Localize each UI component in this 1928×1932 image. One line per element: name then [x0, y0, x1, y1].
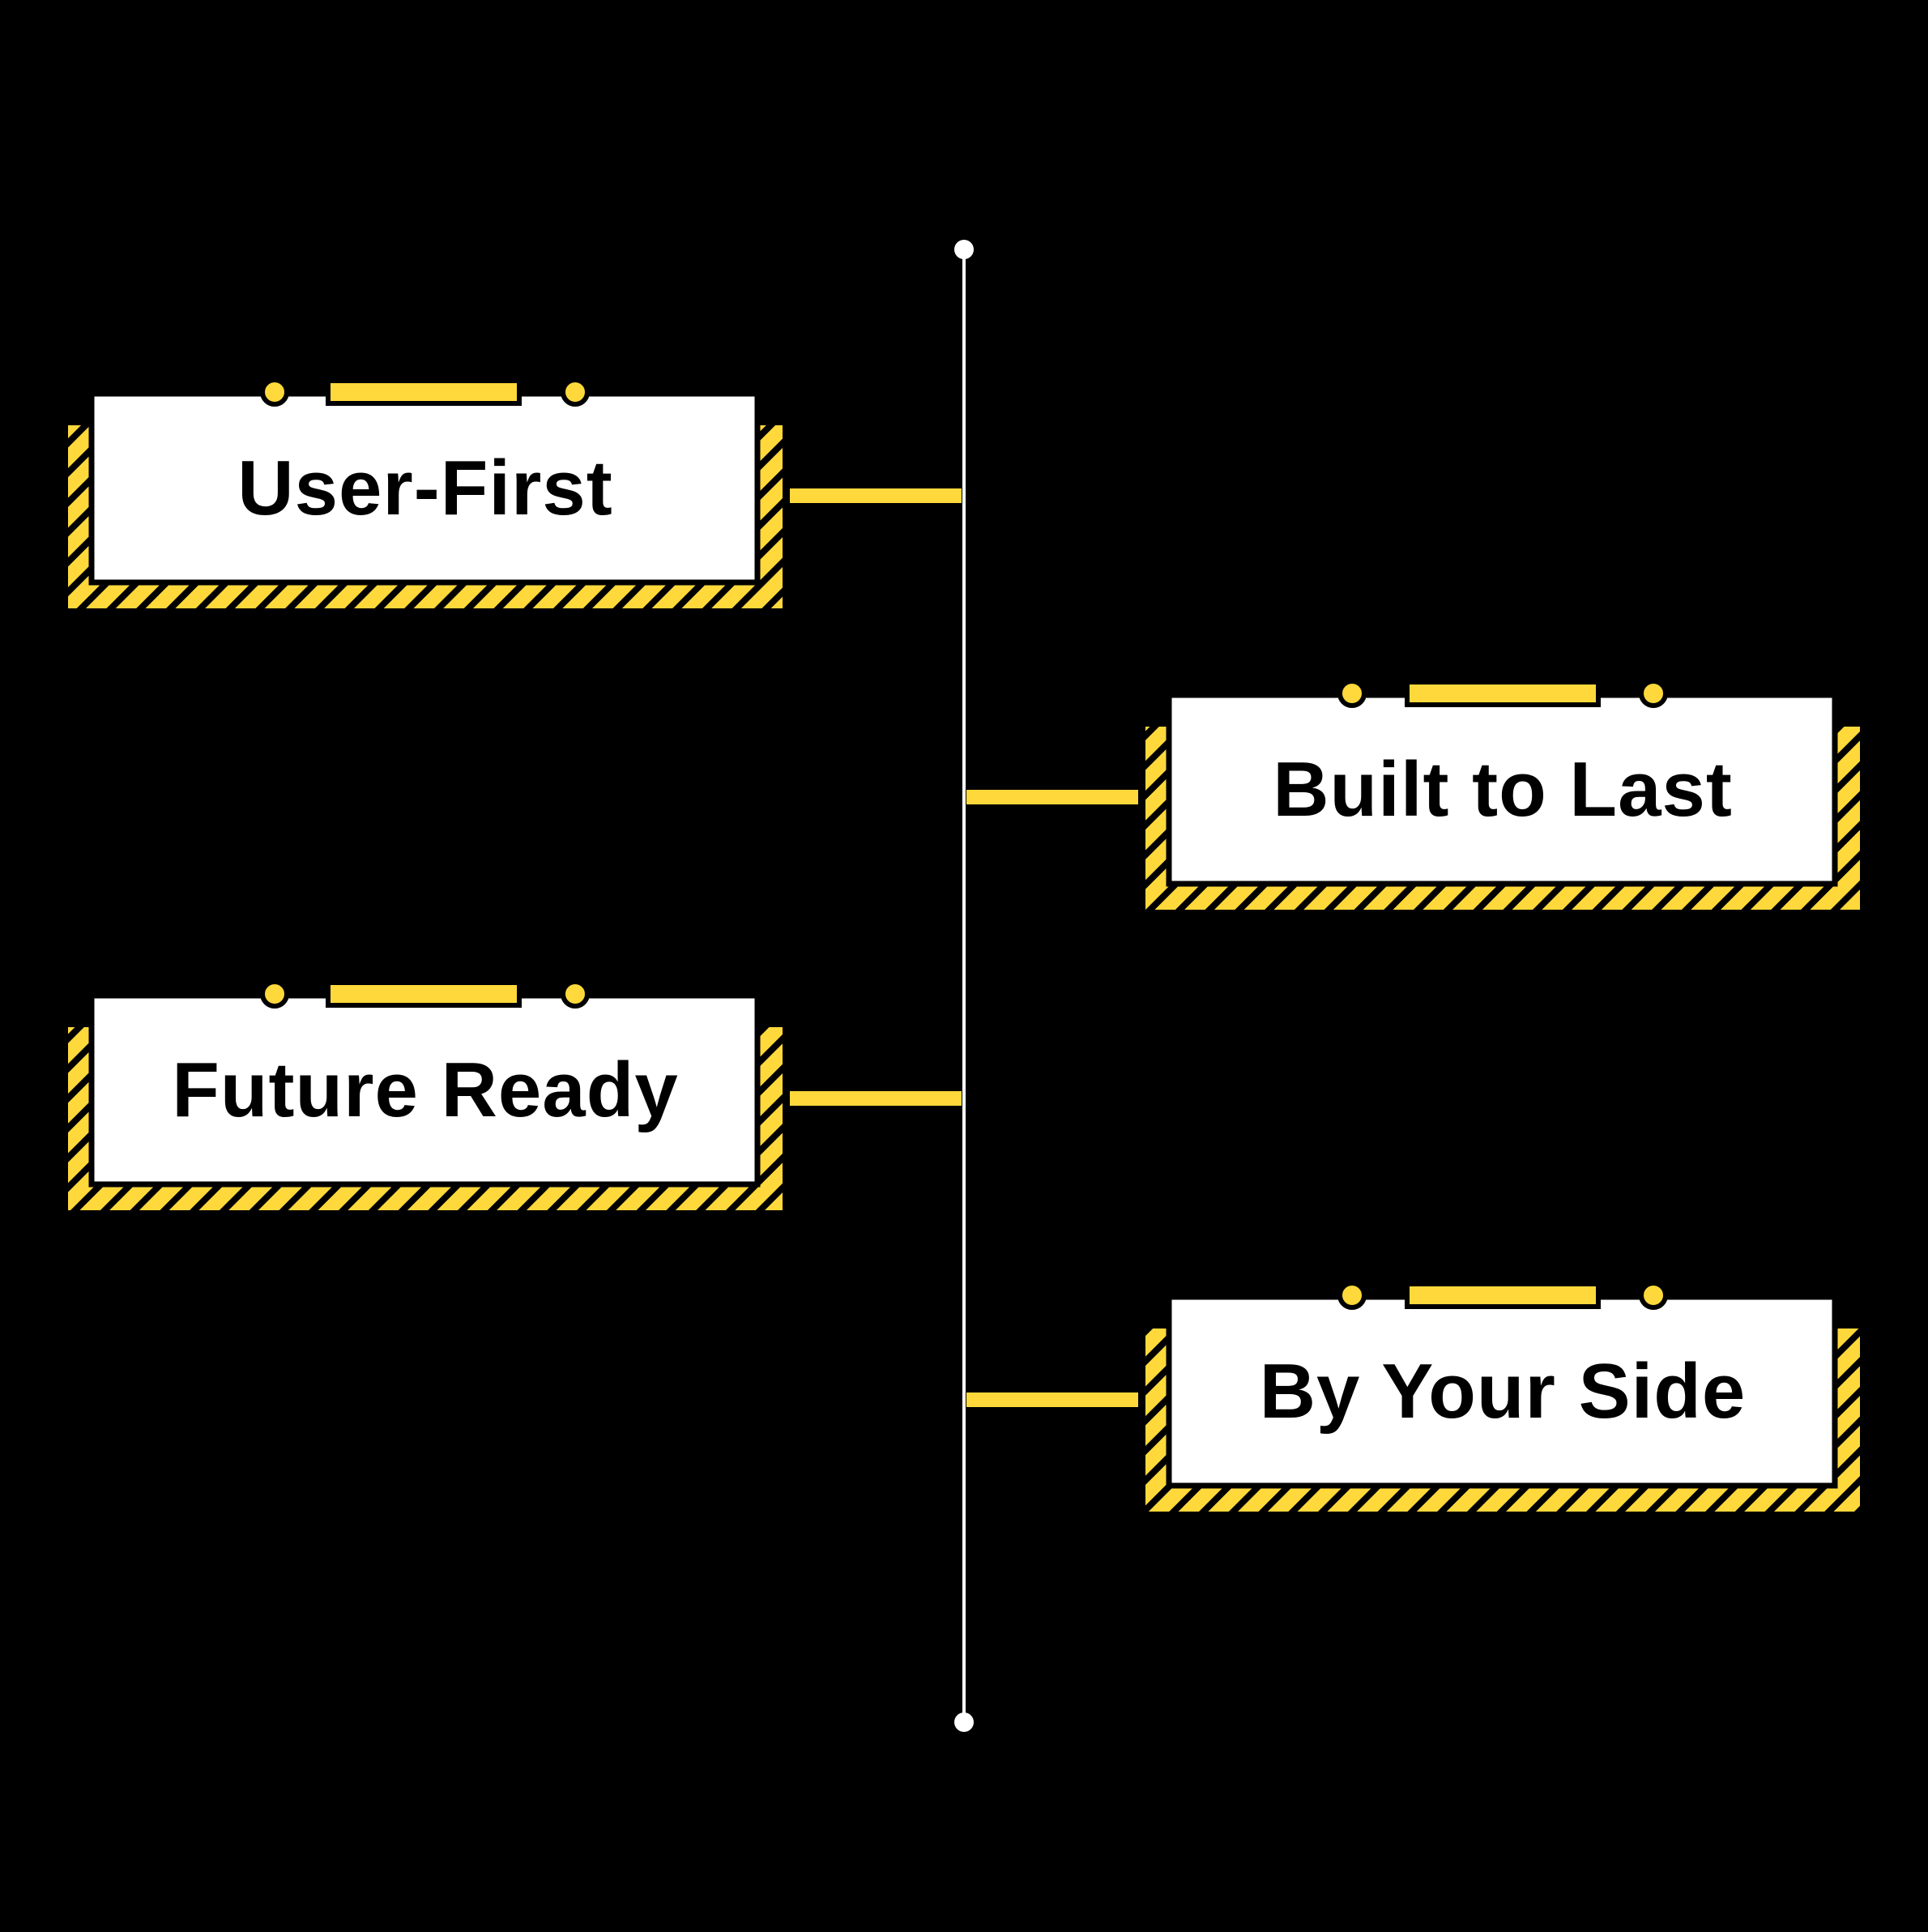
card-body: [88, 992, 761, 1188]
card-body: [1166, 1294, 1838, 1489]
timeline-card-3: [966, 1281, 1863, 1515]
timeline-end-dot: [954, 1712, 974, 1732]
card-rivet: [1639, 679, 1668, 708]
timeline-card-1: [966, 679, 1863, 913]
card-rivet: [260, 377, 289, 407]
timeline-start-dot: [954, 240, 974, 259]
card-tab: [326, 378, 522, 406]
timeline-card-0: [65, 377, 962, 612]
timeline-card-2: [65, 979, 962, 1213]
card-rivet: [1337, 1281, 1367, 1310]
card-rivet: [561, 377, 590, 407]
card-rivet: [561, 979, 590, 1009]
card-rivet: [260, 979, 289, 1009]
card-rivet: [1639, 1281, 1668, 1310]
card-body: [88, 390, 761, 586]
card-tab: [326, 980, 522, 1008]
card-body: [1166, 692, 1838, 887]
card-tab: [1405, 1282, 1601, 1309]
card-tab: [1405, 680, 1601, 707]
card-rivet: [1337, 679, 1367, 708]
